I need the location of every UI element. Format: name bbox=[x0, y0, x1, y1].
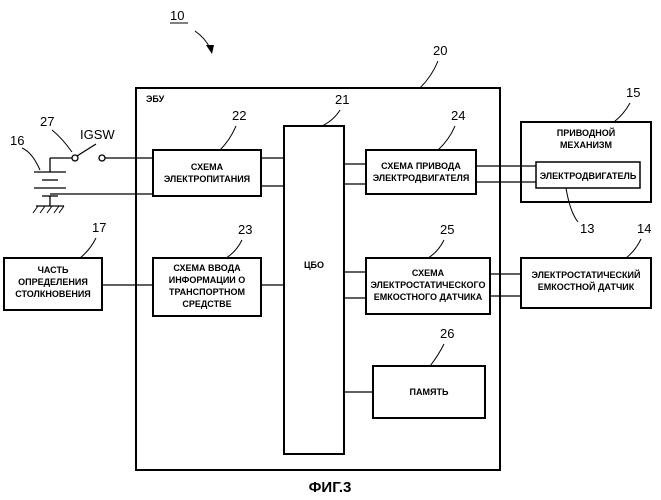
ecu-label: ЭБУ bbox=[146, 94, 165, 104]
ref-cpu: 21 bbox=[335, 92, 349, 107]
ref-power-circuit: 22 bbox=[232, 108, 246, 123]
vehicle-info-line2: ИНФОРМАЦИИ О bbox=[169, 275, 246, 285]
ref-drive-mechanism: 15 bbox=[626, 85, 640, 100]
ignition-switch-label: IGSW bbox=[80, 127, 115, 142]
ref-cap-sensor-lead bbox=[626, 239, 641, 258]
ref-motor-drive: 24 bbox=[451, 108, 465, 123]
collision-line1: ЧАСТЬ bbox=[38, 265, 69, 275]
ref-ignition-switch-lead bbox=[52, 130, 72, 152]
ref-battery: 16 bbox=[10, 133, 24, 148]
figure-caption: ФИГ.3 bbox=[309, 479, 352, 496]
ref-collision: 17 bbox=[92, 220, 106, 235]
vehicle-info-line3: ТРАНСПОРТНОМ bbox=[169, 287, 245, 297]
ref-collision-lead bbox=[80, 238, 96, 258]
cap-sensor-circuit-line1: СХЕМА bbox=[412, 268, 445, 278]
drive-mechanism-line1: ПРИВОДНОЙ bbox=[557, 127, 615, 138]
motor-drive-line2: ЭЛЕКТРОДВИГАТЕЛЯ bbox=[373, 173, 470, 183]
cpu-label: ЦБО bbox=[304, 260, 324, 270]
ref-ecu-lead bbox=[420, 61, 438, 88]
memory-label: ПАМЯТЬ bbox=[410, 387, 449, 397]
ref-cap-sensor-circuit: 25 bbox=[440, 222, 454, 237]
ref-cap-sensor: 14 bbox=[637, 221, 651, 236]
cpu-box bbox=[284, 126, 344, 454]
drive-mechanism-line2: МЕХАНИЗМ bbox=[560, 140, 612, 150]
ref-system-arrowhead bbox=[206, 45, 214, 54]
ref-ecu: 20 bbox=[433, 43, 447, 58]
collision-line3: СТОЛКНОВЕНИЯ bbox=[15, 289, 91, 299]
vehicle-info-line4: СРЕДСТВЕ bbox=[182, 299, 231, 309]
motor-drive-line1: СХЕМА ПРИВОДА bbox=[381, 161, 461, 171]
motor-drive-circuit-box bbox=[366, 150, 476, 194]
ref-drive-mechanism-lead bbox=[614, 103, 630, 122]
motor-label: ЭЛЕКТРОДВИГАТЕЛЬ bbox=[540, 171, 637, 181]
power-circuit-line2: ЭЛЕКТРОПИТАНИЯ bbox=[164, 174, 250, 184]
ref-vehicle-info: 23 bbox=[238, 222, 252, 237]
vehicle-info-line1: СХЕМА ВВОДА bbox=[173, 263, 241, 273]
collision-line2: ОПРЕДЕЛЕНИЯ bbox=[18, 277, 88, 287]
ref-memory: 26 bbox=[440, 326, 454, 341]
ref-battery-lead bbox=[22, 148, 40, 170]
power-circuit-box bbox=[153, 150, 261, 196]
battery-icon bbox=[34, 158, 66, 206]
ref-motor: 13 bbox=[580, 221, 594, 236]
cap-sensor-line2: ЕМКОСТНОЙ ДАТЧИК bbox=[538, 281, 635, 292]
cap-sensor-line1: ЭЛЕКТРОСТАТИЧЕСКИЙ bbox=[532, 269, 641, 280]
ground-icon bbox=[33, 206, 64, 213]
ref-ignition-switch: 27 bbox=[40, 114, 54, 129]
power-circuit-line1: СХЕМА bbox=[191, 162, 224, 172]
cap-sensor-circuit-line3: ЕМКОСТНОГО ДАТЧИКА bbox=[374, 292, 483, 302]
ref-system: 10 bbox=[170, 8, 184, 23]
cap-sensor-circuit-line2: ЭЛЕКТРОСТАТИЧЕСКОГО bbox=[370, 280, 485, 290]
